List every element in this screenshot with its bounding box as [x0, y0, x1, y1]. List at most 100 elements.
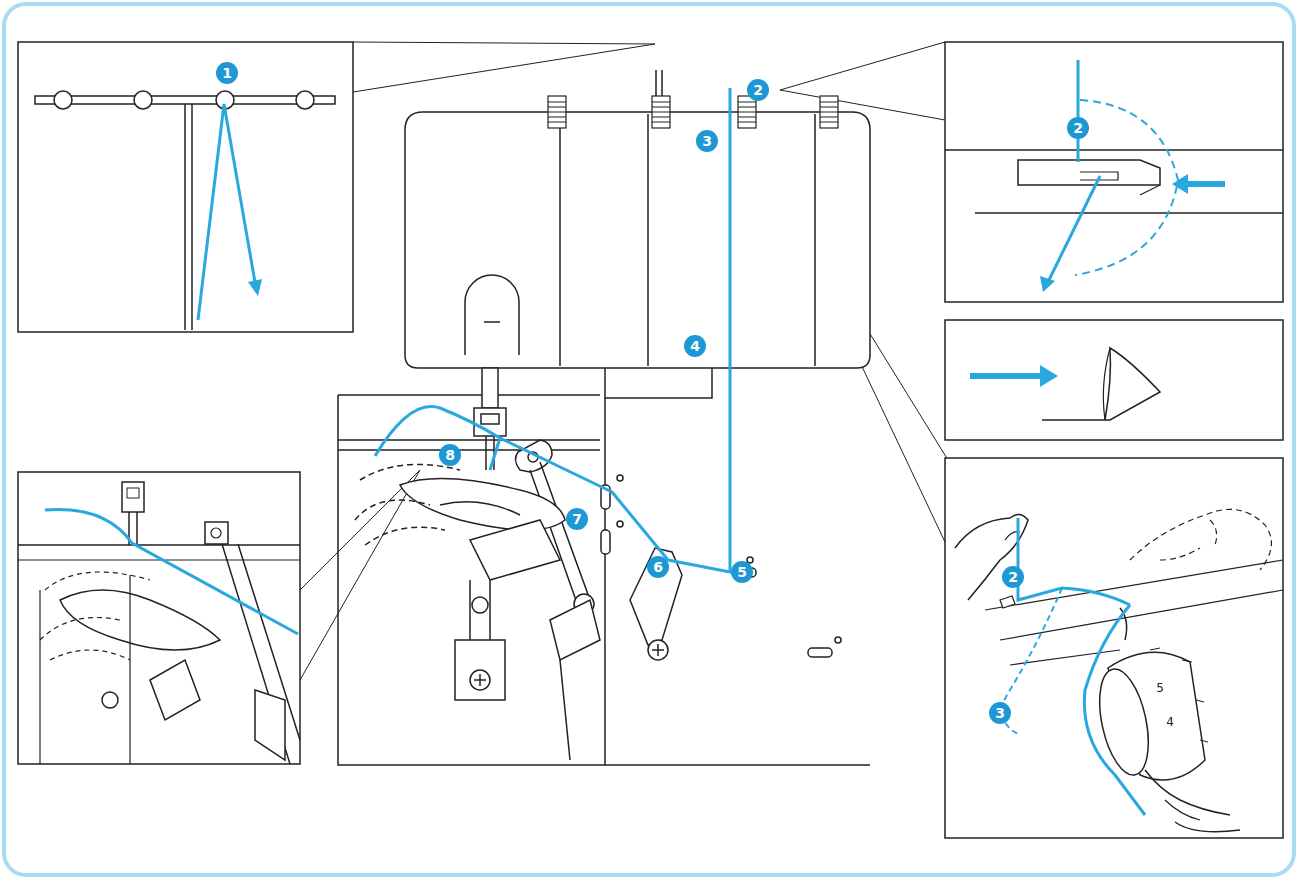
- thread-guide-inset: [191, 104, 193, 330]
- callout-number: 8: [439, 444, 461, 466]
- thread-guide-inset: [945, 149, 1283, 151]
- tension-disc-inset: [970, 373, 1045, 379]
- leader-line: [780, 42, 945, 90]
- serger-machine: [652, 644, 664, 656]
- callout-number: 3: [696, 130, 718, 152]
- needle-detail-inset: [18, 472, 300, 764]
- thread-guide-inset: [35, 96, 335, 104]
- thread-path: [655, 70, 657, 96]
- serger-machine: [338, 440, 600, 450]
- needle-detail-inset: [211, 528, 221, 538]
- hand-threading-inset: [1000, 590, 1283, 640]
- thread-guide-inset: [945, 42, 1283, 302]
- callout-number: 3: [989, 702, 1011, 724]
- thread-guide-inset: [1172, 174, 1188, 194]
- serger-machine: [515, 440, 552, 472]
- thread-guide-inset: [945, 42, 1283, 302]
- needle-detail-inset: [129, 575, 130, 764]
- dial-number: 4: [1166, 715, 1174, 729]
- tension-disc-inset: [1042, 348, 1160, 420]
- tension-disc-inset: [1103, 348, 1110, 420]
- thread-path: [661, 70, 663, 96]
- serger-machine: [601, 530, 610, 554]
- thread-guide-inset: [134, 91, 152, 109]
- serger-machine: [550, 600, 600, 660]
- serger-machine: [648, 640, 668, 660]
- outer-frame: [4, 4, 1294, 875]
- tension-dial: [548, 102, 838, 122]
- thread-path: [375, 70, 745, 572]
- hand-threading-inset: [1165, 800, 1200, 820]
- needle-detail-inset: [39, 590, 40, 764]
- needle-detail-inset: [102, 692, 118, 708]
- serger-machine: [355, 464, 460, 545]
- callout-number: 7: [566, 508, 588, 530]
- thread-guide-inset: [1048, 176, 1100, 282]
- needle-detail-inset: [18, 544, 300, 546]
- serger-machine: [604, 398, 606, 765]
- thread-guide-inset: [184, 104, 186, 330]
- thread-guide-inset: [248, 279, 262, 296]
- tension-dial: [548, 96, 838, 128]
- needle-detail-inset: [18, 559, 300, 560]
- needle-detail-inset: [136, 512, 138, 545]
- thread-guide-inset: [1140, 185, 1160, 195]
- hand-threading-inset: [1000, 596, 1015, 608]
- leader-line: [353, 42, 655, 44]
- thread-guide-inset: [296, 91, 314, 109]
- thread-guide-inset: [975, 212, 1283, 214]
- tension-disc-inset: [945, 320, 1283, 440]
- callout-number: 6: [647, 556, 669, 578]
- serger-machine: [338, 112, 870, 765]
- thread-guide-inset: [1040, 276, 1055, 292]
- needle-detail-inset: [150, 660, 200, 720]
- serger-machine: [485, 436, 487, 470]
- hand-threading-inset: [1018, 518, 1145, 815]
- callout-number: 2: [747, 79, 769, 101]
- thread-guide-inset: [1018, 160, 1160, 185]
- serger-machine: [482, 368, 498, 408]
- hand-threading-inset: [1196, 700, 1204, 702]
- thread-guide-inset: [1075, 100, 1178, 275]
- serger-machine: [647, 114, 649, 366]
- serger-machine: [484, 321, 500, 323]
- thread-guide-inset: [1077, 60, 1080, 162]
- serger-machine: [440, 502, 520, 515]
- hand-threading-inset: [1091, 652, 1205, 780]
- hand-threading-inset: [1200, 740, 1208, 742]
- hand-threading-inset: [985, 560, 1283, 610]
- serger-machine: [472, 597, 488, 613]
- serger-machine: [470, 670, 490, 690]
- needle-detail-inset: [45, 509, 298, 634]
- serger-machine: [470, 520, 560, 580]
- serger-machine: [617, 475, 623, 481]
- hand-threading-inset: [1150, 648, 1208, 742]
- tension-disc-inset: [945, 320, 1283, 440]
- needle-detail-inset: [127, 488, 139, 498]
- leader-line: [353, 44, 655, 92]
- thread-guide-inset: [54, 91, 314, 109]
- serger-machine: [560, 660, 570, 760]
- needle-detail-inset: [255, 690, 285, 760]
- serger-machine: [617, 521, 623, 527]
- thread-guide-inset: [18, 42, 353, 332]
- needle-detail-inset: [205, 522, 228, 544]
- callout-number: 2: [1002, 566, 1024, 588]
- serger-machine: [481, 414, 499, 424]
- needle-detail-inset: [18, 472, 300, 764]
- serger-machine: [605, 368, 712, 398]
- thread-guide-inset: [54, 91, 72, 109]
- hand-threading-inset: [1150, 648, 1160, 650]
- serger-machine: [559, 114, 561, 366]
- leader-line: [300, 470, 420, 680]
- serger-machine: [808, 648, 832, 657]
- serger-machine: [455, 640, 505, 700]
- tension-disc-inset: [1040, 365, 1058, 387]
- serger-machine: [814, 114, 816, 366]
- needle-detail-inset: [222, 544, 300, 764]
- hand-threading-inset: [1182, 660, 1192, 662]
- serger-machine: [474, 674, 486, 686]
- serger-machine: [835, 637, 841, 643]
